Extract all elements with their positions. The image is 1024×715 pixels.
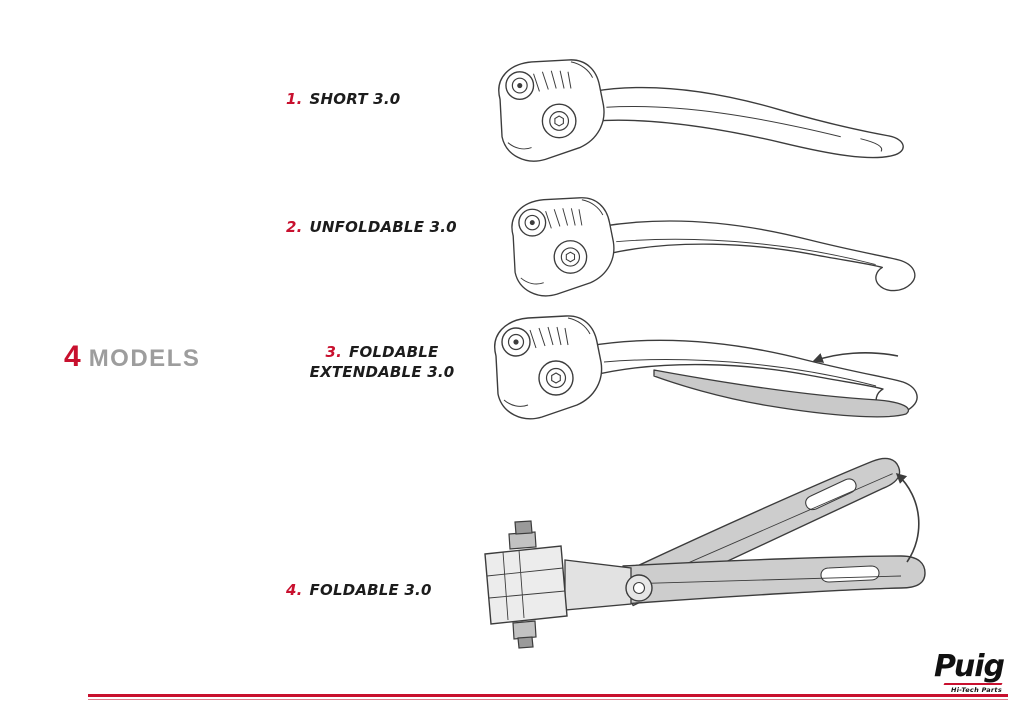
lever-pivot-assembly (511, 197, 615, 297)
lever-short-drawing (498, 59, 904, 162)
brand-underline (943, 683, 1003, 685)
blade-extended-position (622, 555, 926, 605)
model-name: FOLDABLE EXTENDABLE 3.0 (309, 343, 455, 382)
models-heading: 4 MODELS (64, 340, 200, 374)
lever-foldable-extendable-drawing (494, 315, 918, 420)
model-label-unfoldable: 2. UNFOLDABLE 3.0 (286, 218, 457, 236)
model-label-short: 1. SHORT 3.0 (286, 90, 400, 108)
footer-rule (88, 694, 1008, 697)
bottom-bolt (512, 620, 537, 640)
lever-pivot-assembly (494, 315, 603, 420)
spring-hatch-lines (529, 326, 569, 349)
model-number: 2. (286, 218, 303, 236)
blade-slot (820, 565, 880, 583)
models-word: MODELS (88, 345, 201, 372)
model-label-foldable: 4. FOLDABLE 3.0 (286, 581, 432, 599)
lever-foldable-drawing (484, 457, 926, 649)
brand-tagline: Hi-Tech Parts (951, 686, 1002, 694)
extend-arrow-icon (812, 352, 899, 363)
spring-hatch-lines (545, 208, 583, 229)
spring-hatch-lines (533, 70, 572, 92)
lever-pivot-assembly (498, 59, 605, 162)
extendable-slider (653, 369, 910, 418)
brand-name: Puig (933, 649, 1005, 684)
model-label-foldable-extendable: 3.FOLDABLE EXTENDABLE 3.0 (282, 342, 482, 383)
lever-clevis (484, 520, 632, 649)
lever-unfoldable-drawing (511, 197, 916, 297)
models-count: 4 (64, 340, 81, 373)
model-name: SHORT 3.0 (309, 90, 401, 108)
brand-logo: Puig Hi-Tech Parts (916, 649, 1005, 695)
model-name: FOLDABLE 3.0 (309, 581, 432, 599)
model-number: 3. (325, 343, 343, 361)
lever-blade (591, 86, 904, 159)
fold-arrow-icon (895, 472, 920, 563)
lever-blade (600, 220, 916, 292)
footer-rule-thin (88, 699, 1008, 700)
model-name: UNFOLDABLE 3.0 (309, 218, 457, 236)
blade-slot (805, 478, 857, 511)
top-bolt (508, 531, 537, 550)
model-number: 1. (286, 90, 303, 108)
model-number: 4. (286, 581, 303, 599)
